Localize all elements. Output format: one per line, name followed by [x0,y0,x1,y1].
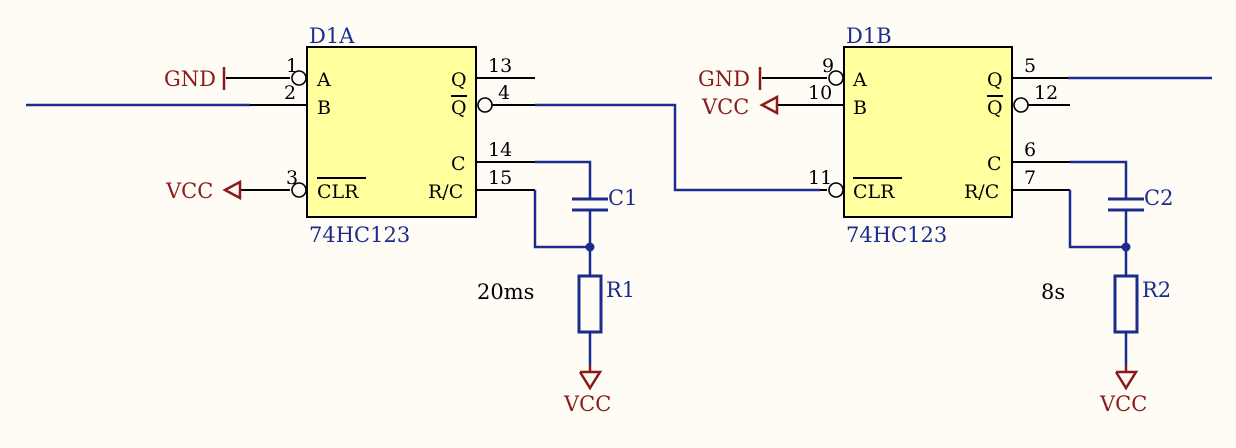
chip-d1b-bubble-clr [828,182,844,198]
chip-d1a-pin-num: 4 [498,82,510,104]
chip-d1b-pin-label: Q [987,97,1003,119]
resistor-r1-label: R1 [606,278,635,302]
chip-d1a-pin-num: 2 [284,82,296,104]
chip-d1a-part: 74HC123 [309,223,410,247]
chip-d1a-pin-label: Q [451,69,467,91]
chip-d1a-pin-label: Q [451,97,467,119]
chip-d1b-pin-label: Q [987,69,1003,91]
chip-d1a-pin-label: C [451,153,466,175]
vcc-label: VCC [563,392,611,416]
chip-d1b-pin-label: A [852,69,867,91]
vcc-label: VCC [1099,392,1147,416]
chip-d1b[interactable]: D1B 74HC123 9 A 10 B 11 CLR 5 Q 12 Q 6 C… [762,24,1070,247]
chip-d1a-body [306,46,477,218]
chip-d1a-pin-label: CLR [317,181,359,203]
chip-d1a-pin-label: R/C [428,181,463,203]
chip-d1a-bubble-a [291,70,307,86]
resistor-r1 [577,274,603,334]
gnd-symbol-d1a: GND [164,67,226,91]
vcc-label: VCC [165,179,213,203]
chip-d1b-pin-label: C [987,153,1002,175]
chip-d1a-pin-label: B [317,97,331,119]
chip-d1a-pin-num: 13 [488,55,512,77]
chip-d1a-pin-label: A [316,69,331,91]
chip-d1a-pin-num: 15 [488,167,512,189]
timing-note-d1a: 20ms [477,280,534,304]
chip-d1b-ref: D1B [846,24,892,48]
chip-d1b-pin-num: 5 [1024,55,1036,77]
chip-d1b-pin-label: B [853,97,867,119]
chip-d1a[interactable]: D1A 74HC123 1 A 2 B 3 CLR 13 Q 4 Q 14 C … [226,24,535,247]
wire-c2-top [1070,160,1128,198]
chip-d1b-pin-num: 11 [808,167,832,189]
capacitor-c2-label: C2 [1144,186,1173,210]
chip-d1b-pin-num: 6 [1024,139,1036,161]
chip-d1a-ref: D1A [309,24,355,48]
wire-r1-rc [533,190,590,249]
vcc-symbol-d1b-b: VCC [701,94,779,119]
chip-d1a-bubble-clr [291,182,307,198]
vcc-arrow-r2 [1114,370,1139,391]
timing-note-d1b: 8s [1041,280,1065,304]
chip-d1a-pin-num: 14 [488,139,512,161]
junction-dot [1121,242,1131,252]
chip-d1b-pin-label: R/C [964,181,999,203]
wire-c1-top [535,160,592,198]
chip-d1b-part: 74HC123 [846,223,947,247]
junction-dot [585,242,595,252]
chip-d1b-bubble-qn [1013,97,1029,113]
wire-r2-rc [1068,190,1126,249]
chip-d1b-bubble-a [828,70,844,86]
gnd-label: GND [164,67,216,91]
vcc-arrow-r1 [578,370,603,391]
chip-d1a-pin-num: 1 [286,55,298,77]
chip-d1b-pin-num: 7 [1024,167,1036,189]
chip-d1b-pin-num: 10 [808,82,832,104]
wire-qn-to-clr [535,103,820,192]
chip-d1b-body [843,46,1013,218]
vcc-symbol-d1a-clr: VCC [165,179,242,203]
resistor-r2-label: R2 [1142,278,1171,302]
chip-d1b-pin-label: CLR [853,181,895,203]
chip-d1b-pin-num: 12 [1034,82,1058,104]
gnd-label: GND [698,67,750,91]
gnd-symbol-d1b: GND [698,67,762,91]
chip-d1b-pin-num: 9 [822,55,834,77]
chip-d1a-bubble-qn [477,97,493,113]
resistor-r2 [1113,274,1139,334]
chip-d1a-pin-num: 3 [286,167,298,189]
vcc-label: VCC [701,95,749,119]
capacitor-c1-label: C1 [608,186,637,210]
